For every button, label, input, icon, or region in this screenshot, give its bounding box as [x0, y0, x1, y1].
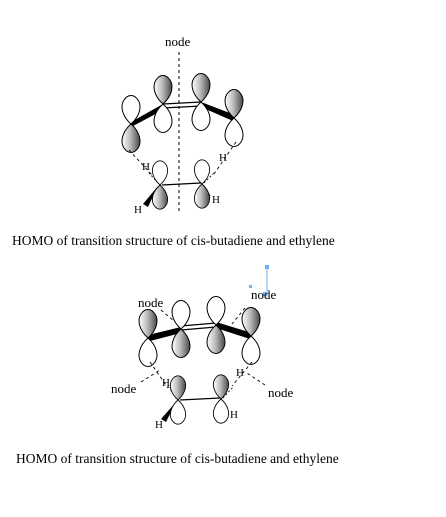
- top-p-orbital-c1: [121, 95, 141, 153]
- top-h-label-3: H: [219, 152, 227, 164]
- top-p-orbital-c6: [193, 159, 211, 209]
- top-forming-bond-right: [213, 141, 237, 175]
- bottom-node-label-top-right: node: [251, 287, 277, 302]
- bottom-node-label-top-left: node: [138, 295, 164, 310]
- top-h-label-1: H: [142, 161, 150, 173]
- bottom-diene-skeleton: [148, 322, 252, 341]
- bottom-forming-bond-right: [231, 361, 253, 387]
- top-h-label-4: H: [212, 194, 220, 206]
- bottom-caption: HOMO of transition structure of cis-buta…: [16, 451, 339, 466]
- bottom-forming-bond-left: [149, 361, 169, 389]
- bottom-figure: node node node node: [16, 265, 339, 466]
- top-caption: HOMO of transition structure of cis-buta…: [12, 233, 335, 248]
- selection-handles: [249, 265, 269, 297]
- top-h-label-2: H: [134, 204, 142, 216]
- bottom-h-label-4: H: [230, 409, 238, 421]
- top-diene-skeleton: [131, 101, 235, 126]
- bottom-node-label-bottom-left: node: [111, 381, 137, 396]
- bottom-h-label-2: H: [155, 419, 163, 431]
- bottom-h-label-1: H: [162, 377, 170, 389]
- bottom-node-label-bottom-right: node: [268, 385, 294, 400]
- top-figure: node: [12, 34, 335, 248]
- bottom-h-label-3: H: [236, 367, 244, 379]
- bottom-p-orbital-c6: [212, 374, 230, 424]
- top-node-label: node: [165, 34, 191, 49]
